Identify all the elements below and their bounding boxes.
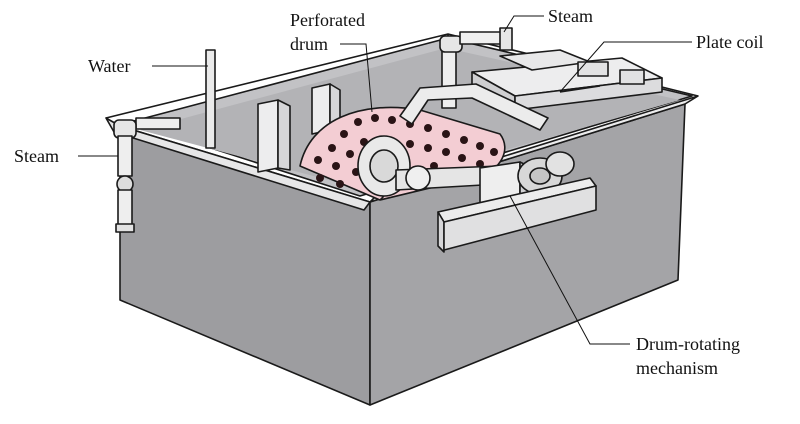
baffles <box>257 83 341 173</box>
label-steam-top: Steam <box>548 6 593 26</box>
steam-pipe-left <box>113 117 181 233</box>
drum-perforations <box>314 114 498 188</box>
label-perforated-line1: Perforated <box>290 10 365 30</box>
leader-perforated-drum <box>340 43 373 113</box>
label-drum-rotating-line1: Drum-rotating <box>636 334 740 354</box>
label-perforated-line2: drum <box>290 34 328 54</box>
label-drum-rotating-line2: mechanism <box>636 358 718 378</box>
drum-rotating-mechanism <box>395 83 597 253</box>
label-plate-coil: Plate coil <box>696 32 763 52</box>
leader-drum-rotating <box>509 195 630 345</box>
leader-steam-top <box>503 15 544 33</box>
leader-plate-coil <box>559 41 692 93</box>
label-water: Water <box>88 56 131 76</box>
plate-coil <box>471 49 663 111</box>
label-steam-left: Steam <box>14 146 59 166</box>
water-pipe <box>205 49 216 149</box>
